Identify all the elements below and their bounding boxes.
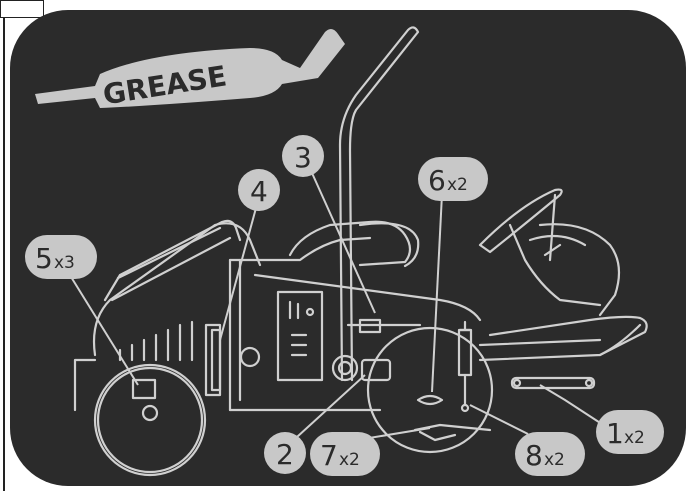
callout-number: 6: [428, 164, 446, 197]
callout-number: 3: [294, 141, 312, 174]
callout-2: 2: [264, 432, 306, 474]
callout-6: 6 x2: [418, 157, 488, 201]
callout-qty: x2: [339, 450, 360, 470]
callout-qty: x2: [447, 175, 468, 195]
callout-qty: x2: [624, 428, 645, 448]
callout-qty: x3: [54, 253, 75, 273]
callout-number: 8: [525, 439, 543, 472]
callout-7: 7 x2: [310, 432, 380, 476]
callout-qty: x2: [544, 450, 565, 470]
callout-3: 3: [282, 135, 324, 177]
callout-8: 8 x2: [515, 432, 585, 476]
callout-5: 5 x3: [25, 235, 97, 279]
callout-number: 7: [320, 439, 338, 472]
callout-number: 4: [250, 175, 268, 208]
callout-4: 4: [238, 169, 280, 211]
callout-number: 1: [606, 417, 624, 450]
callout-number: 2: [276, 438, 294, 471]
callout-1: 1 x2: [596, 410, 664, 454]
callout-number: 5: [35, 242, 53, 275]
